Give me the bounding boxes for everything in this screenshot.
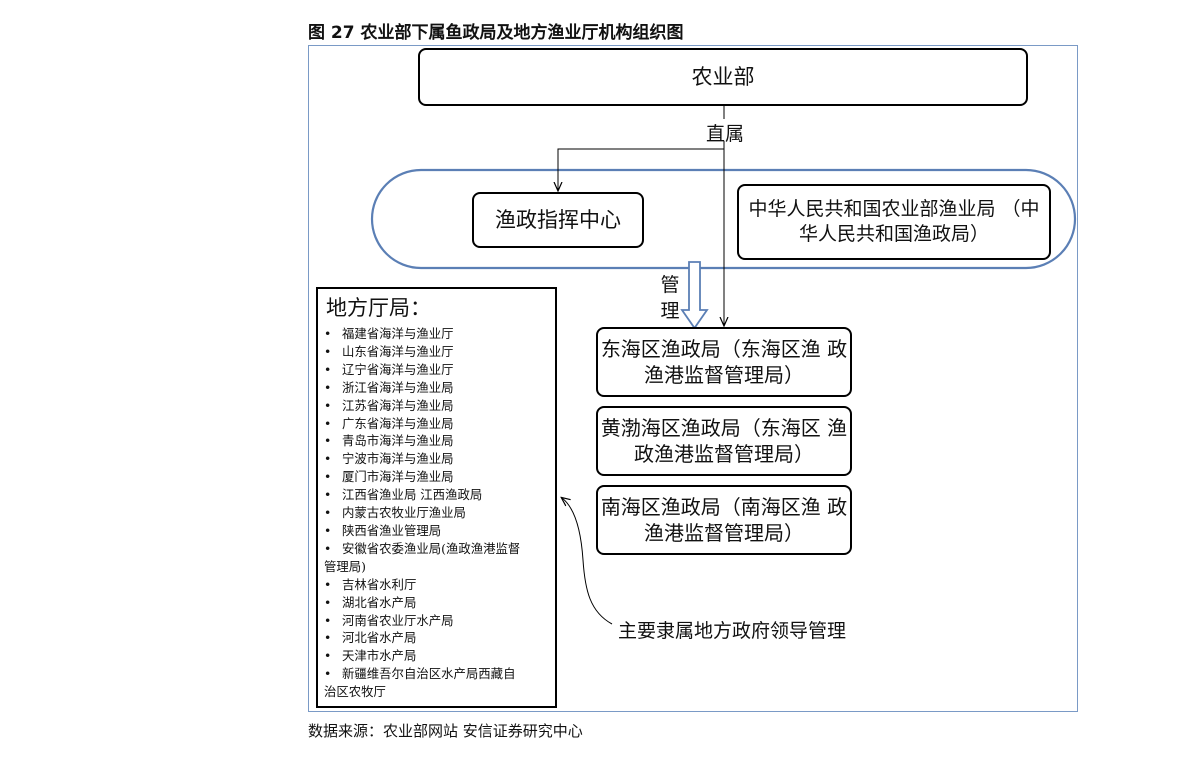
local-department-label: 河北省水产局 [342,630,417,646]
local-department-item: • 广东省海洋与渔业局 [324,415,549,433]
local-department-label: 内蒙古农牧业厅渔业局 [342,505,466,521]
local-departments-title: 地方厅局： [326,296,431,320]
bullet-icon: • [324,379,332,395]
local-department-item: • 浙江省海洋与渔业局 [324,379,549,397]
bullet-icon: • [324,576,332,592]
local-department-item: • 山东省海洋与渔业厅 [324,343,549,361]
bullet-icon: • [324,540,332,556]
local-department-item: • 河北省水产局 [324,629,549,647]
local-department-label: 新疆维吾尔自治区水产局西藏自 [342,666,516,682]
east-sea-bureau-label-line2: 政渔港监督管理局） [644,337,848,387]
bullet-icon: • [324,648,332,664]
fishery-bureau-node: 中华人民共和国农业部渔业局 （中华人民共和国渔政局） [737,184,1051,260]
bullet-icon: • [324,612,332,628]
local-department-label: 青岛市海洋与渔业局 [342,433,454,449]
local-department-item: • 湖北省水产局 [324,594,549,612]
local-department-label: 广东省海洋与渔业局 [342,415,454,431]
local-department-item: • 安徽省农委渔业局(渔政渔港监督 [324,540,549,558]
local-departments-list: • 福建省海洋与渔业厅 • 山东省海洋与渔业厅 • 辽宁省海洋与渔业厅 • 浙江省海洋与渔业局… [324,325,549,701]
local-department-item: • 福建省海洋与渔业厅 [324,325,549,343]
local-department-label: 山东省海洋与渔业厅 [342,343,454,359]
local-department-item: • 内蒙古农牧业厅渔业局 [324,504,549,522]
bohai-sea-bureau-label-line2: 渔政渔港监督管理局） [634,416,848,466]
bullet-icon: • [324,505,332,521]
bullet-icon: • [324,522,332,538]
direct-to-command-connector [558,148,724,190]
east-sea-bureau-node: 东海区渔政局（东海区渔 政渔港监督管理局） [596,327,852,397]
diagram-frame [308,45,1078,712]
bullet-icon: • [324,343,332,359]
ministry-node-label: 农业部 [691,65,755,89]
local-department-item: • 厦门市海洋与渔业局 [324,468,549,486]
local-departments-panel: 地方厅局： • 福建省海洋与渔业厅 • 山东省海洋与渔业厅 • 辽宁省海洋与渔业厅 • 浙江省… [316,287,557,708]
local-department-label: 浙江省海洋与渔业局 [342,379,454,395]
local-department-item: • 宁波市海洋与渔业局 [324,450,549,468]
bullet-icon: • [324,415,332,431]
figure-title: 图 27 农业部下属鱼政局及地方渔业厅机构组织图 [308,23,684,43]
local-department-item: • 青岛市海洋与渔业局 [324,432,549,450]
south-sea-bureau-node: 南海区渔政局（南海区渔 政渔港监督管理局） [596,485,852,555]
local-department-item: • 天津市水产局 [324,647,549,665]
local-department-item: • 江西省渔业局 江西渔政局 [324,486,549,504]
local-department-label: 江苏省海洋与渔业局 [342,397,454,413]
bullet-icon: • [324,469,332,485]
south-sea-bureau-label-line1: 南海区渔政局（南海区渔 [600,495,821,519]
figure-source: 数据来源：农业部网站 安信证券研究中心 [308,722,583,740]
bullet-icon: • [324,594,332,610]
local-department-label: 治区农牧厅 [324,684,386,700]
local-department-item: • 吉林省水利厅 [324,576,549,594]
bullet-icon: • [324,326,332,341]
local-department-label: 福建省海洋与渔业厅 [342,326,454,341]
south-sea-bureau-label-line2: 政渔港监督管理局） [644,495,848,545]
bullet-icon: • [324,397,332,413]
local-department-label: 宁波市海洋与渔业局 [342,451,454,467]
bullet-icon: • [324,433,332,449]
bullet-icon: • [324,361,332,377]
local-department-label: 陕西省渔业管理局 [342,522,442,538]
local-department-label: 湖北省水产局 [342,594,417,610]
local-department-item: 治区农牧厅 [324,683,549,701]
fishery-command-center-node: 渔政指挥中心 [472,192,644,248]
local-department-label: 吉林省水利厅 [342,576,417,592]
fishery-bureau-label-line1: 中华人民共和国农业部渔业局 [748,198,996,220]
local-department-item: • 江苏省海洋与渔业局 [324,397,549,415]
bullet-icon: • [324,630,332,646]
fishery-bureau-label-line2: （中华人民共和国渔政局） [798,198,1040,245]
local-department-item: • 辽宁省海洋与渔业厅 [324,361,549,379]
local-department-label: 辽宁省海洋与渔业厅 [342,361,454,377]
local-department-label: 天津市水产局 [342,648,417,664]
local-department-label: 江西省渔业局 江西渔政局 [342,487,483,503]
east-sea-bureau-label-line1: 东海区渔政局（东海区渔 [600,337,821,361]
local-department-item: • 陕西省渔业管理局 [324,522,549,540]
bohai-sea-bureau-label-line1: 黄渤海区渔政局（东海区 [600,416,821,440]
local-department-label: 厦门市海洋与渔业局 [342,469,454,485]
direct-edge-label: 直属 [706,123,745,145]
local-department-label: 河南省农业厅水产局 [342,612,454,628]
manage-hollow-arrow [680,261,709,330]
bullet-icon: • [324,487,332,503]
bohai-sea-bureau-node: 黄渤海区渔政局（东海区 渔政渔港监督管理局） [596,406,852,476]
bullet-icon: • [324,666,332,682]
local-department-item: • 新疆维吾尔自治区水产局西藏自 [324,665,549,683]
ministry-node: 农业部 [418,48,1028,106]
bullet-icon: • [324,451,332,467]
local-department-item: • 河南省农业厅水产局 [324,612,549,630]
local-department-label: 安徽省农委渔业局(渔政渔港监督 [342,540,521,556]
local-gov-note: 主要隶属地方政府领导管理 [618,620,847,642]
fishery-command-center-label: 渔政指挥中心 [495,208,621,232]
local-department-label: 管理局) [324,558,367,574]
manage-edge-label: 管理 [660,274,680,322]
local-gov-curve-arrow [562,498,613,625]
local-department-item: 管理局) [324,558,549,576]
